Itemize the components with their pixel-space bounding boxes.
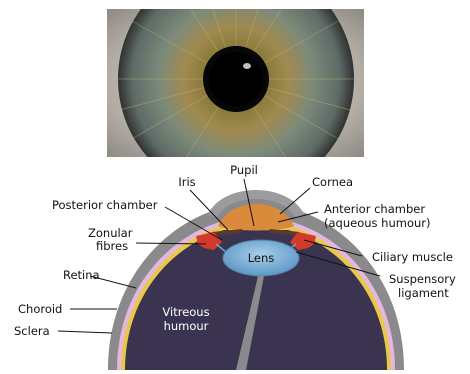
label-suspensory-1: Suspensory [389, 272, 456, 286]
label-vitreous-1: Vitreous [162, 305, 209, 319]
label-pupil: Pupil [230, 163, 258, 177]
label-anterior-chamber-2: (aqueous humour) [324, 216, 431, 230]
label-posterior-chamber: Posterior chamber [52, 198, 158, 212]
label-lens: Lens [248, 251, 275, 265]
label-choroid: Choroid [18, 302, 62, 316]
label-suspensory-2: ligament [398, 286, 449, 300]
label-retina: Retina [63, 268, 100, 282]
label-iris: Iris [178, 175, 195, 189]
label-sclera: Sclera [14, 324, 50, 338]
label-vitreous-2: humour [164, 319, 209, 333]
label-anterior-chamber-1: Anterior chamber [324, 202, 425, 216]
label-cornea: Cornea [312, 175, 353, 189]
label-zonular-2: fibres [96, 239, 128, 253]
label-zonular-1: Zonular [88, 226, 133, 240]
label-ciliary-muscle: Ciliary muscle [372, 250, 453, 264]
